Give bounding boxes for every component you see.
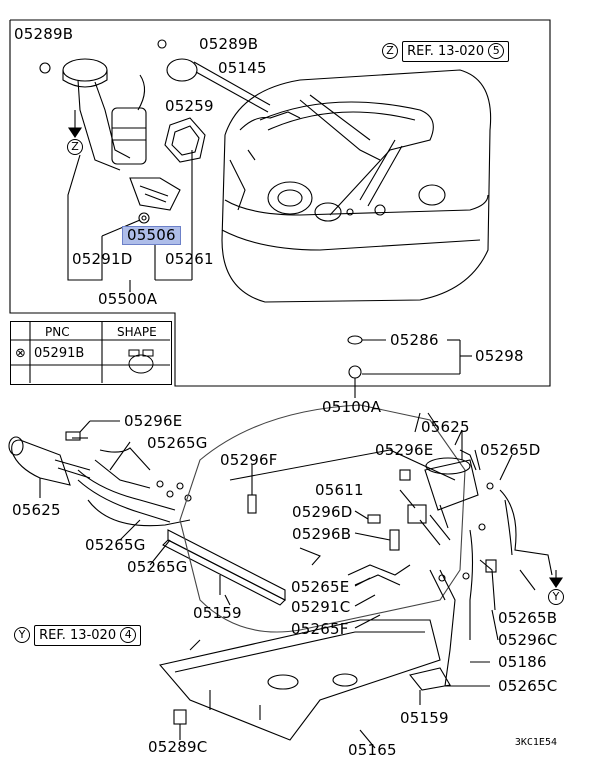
part-label-05625-left[interactable]: 05625: [12, 501, 61, 519]
part-label-05261[interactable]: 05261: [165, 250, 214, 268]
protector-05165: [158, 619, 441, 741]
bracket-05159: [162, 529, 286, 606]
gasket-05261: [164, 117, 206, 163]
hose-05265G: [77, 447, 192, 527]
arrow-z-marker: Z: [67, 139, 83, 155]
canister-right: [407, 430, 481, 546]
part-label-05289C[interactable]: 05289C: [148, 738, 208, 756]
part-label-05265D[interactable]: 05265D: [480, 441, 541, 459]
part-label-05145[interactable]: 05145: [218, 59, 267, 77]
pnc-shape-table: PNC SHAPE ⊗ 05291B: [10, 321, 172, 385]
part-label-05291D[interactable]: 05291D: [72, 250, 133, 268]
part-label-05289B-top[interactable]: 05289B: [14, 25, 74, 43]
part-label-05289B-mid[interactable]: 05289B: [199, 35, 259, 53]
part-label-05265C[interactable]: 05265C: [498, 677, 558, 695]
fuel-pump-module: [39, 58, 181, 224]
fuel-tank: [221, 69, 492, 303]
ref-z-text: REF. 13-020: [407, 43, 485, 59]
part-label-05296D[interactable]: 05296D: [292, 503, 353, 521]
part-label-05500A[interactable]: 05500A: [98, 290, 158, 308]
part-label-05298[interactable]: 05298: [475, 347, 524, 365]
diagram-code: 3KC1E54: [514, 737, 557, 748]
part-label-05286[interactable]: 05286: [390, 331, 439, 349]
ref-z-marker: Z: [382, 43, 398, 59]
clamp-shape-icon: [128, 349, 154, 374]
part-label-05100A[interactable]: 05100A: [322, 398, 382, 416]
part-label-05265G-a[interactable]: 05265G: [147, 434, 208, 452]
part-label-05611[interactable]: 05611: [315, 481, 364, 499]
part-label-05296C[interactable]: 05296C: [498, 631, 558, 649]
part-label-05259[interactable]: 05259: [165, 97, 214, 115]
part-label-05265G-c[interactable]: 05265G: [127, 558, 188, 576]
part-label-05165[interactable]: 05165: [348, 741, 397, 759]
part-label-05186[interactable]: 05186: [498, 653, 547, 671]
part-label-05296E-b[interactable]: 05296E: [375, 441, 434, 459]
ref-z[interactable]: Z REF. 13-020 5: [382, 40, 510, 62]
part-label-05265G-b[interactable]: 05265G: [85, 536, 146, 554]
ref-y-text: REF. 13-020: [39, 627, 117, 643]
arrow-y-marker: Y: [548, 589, 564, 605]
ref-y[interactable]: Y REF. 13-020 4: [14, 624, 142, 646]
table-row-pnc[interactable]: 05291B: [34, 346, 85, 361]
part-label-05159-a[interactable]: 05159: [193, 604, 242, 622]
ref-y-box: REF. 13-020 4: [34, 624, 142, 646]
table-row-symbol: ⊗: [15, 346, 26, 361]
table-header-shape: SHAPE: [117, 325, 157, 339]
part-label-05296B[interactable]: 05296B: [292, 525, 352, 543]
part-label-05291C[interactable]: 05291C: [291, 598, 351, 616]
part-label-05296E-a[interactable]: 05296E: [124, 412, 183, 430]
ref-z-box: REF. 13-020 5: [402, 40, 510, 62]
ref-z-num: 5: [488, 43, 505, 59]
table-header-pnc: PNC: [45, 325, 70, 339]
part-label-05506-highlighted[interactable]: 05506: [122, 226, 181, 245]
part-label-05265E[interactable]: 05265E: [291, 578, 350, 596]
canister-left: [8, 431, 91, 486]
upper-frame: [9, 19, 551, 387]
ref-y-marker: Y: [14, 627, 30, 643]
part-label-05159-b[interactable]: 05159: [400, 709, 449, 727]
part-label-05625-right[interactable]: 05625: [421, 418, 470, 436]
ref-y-num: 4: [120, 627, 137, 643]
ring-05259: [157, 39, 271, 113]
part-label-05265B[interactable]: 05265B: [498, 609, 558, 627]
part-label-05296F[interactable]: 05296F: [220, 451, 278, 469]
part-label-05265F[interactable]: 05265F: [291, 620, 349, 638]
